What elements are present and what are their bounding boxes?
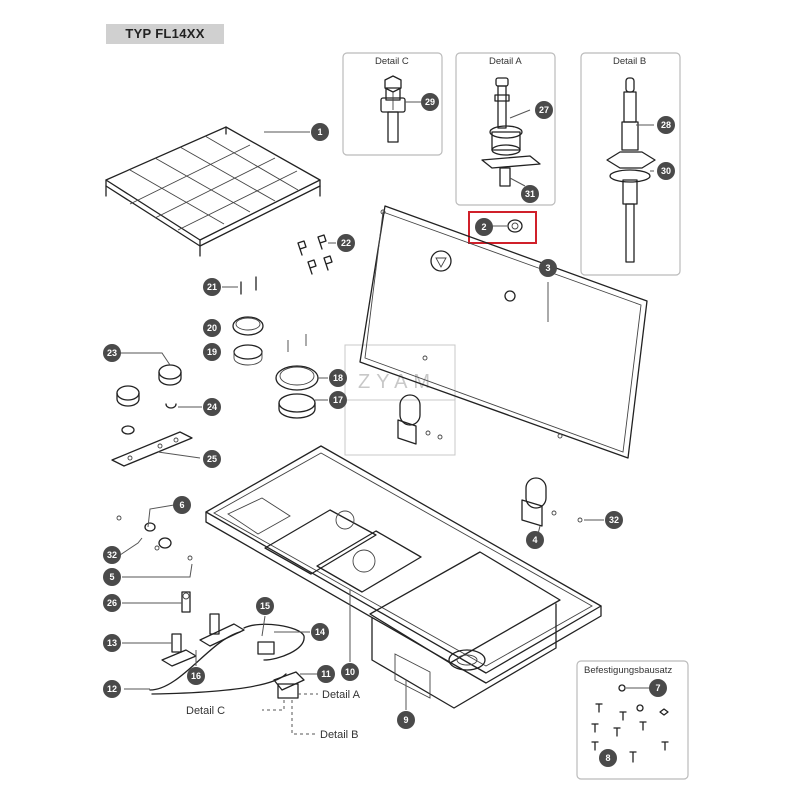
callout-number: 1 — [317, 127, 322, 137]
callout-p13: 13 — [103, 634, 121, 652]
callout-p23: 23 — [103, 344, 121, 362]
callout-p10: 10 — [341, 663, 359, 681]
callout-number: 4 — [532, 535, 537, 545]
detail-c-box: Detail C — [342, 52, 443, 156]
callout-p32a: 32 — [103, 546, 121, 564]
callout-number: 16 — [191, 671, 201, 681]
ref-detail-c: Detail C — [186, 705, 225, 717]
callout-number: 22 — [341, 238, 351, 248]
hinges-part-4 — [397, 394, 604, 535]
callout-bubbles: 1234567891011121314151617181920212223242… — [103, 93, 675, 767]
callout-number: 6 — [179, 500, 184, 510]
callout-number: 32 — [107, 550, 117, 560]
callout-p32b: 32 — [605, 511, 623, 529]
watermark-text: ZYAM — [358, 371, 436, 393]
callout-number: 13 — [107, 638, 117, 648]
callout-number: 10 — [345, 667, 355, 677]
callout-number: 12 — [107, 684, 117, 694]
callout-p25: 25 — [203, 450, 221, 468]
callout-p9: 9 — [397, 711, 415, 729]
callout-p5: 5 — [103, 568, 121, 586]
fastening-kit-box: Befestigungsbausatz — [576, 660, 689, 780]
callout-p16: 16 — [187, 667, 205, 685]
detail-c-title: Detail C — [375, 56, 409, 67]
callout-number: 25 — [207, 454, 217, 464]
callout-p18: 18 — [329, 369, 347, 387]
callout-number: 27 — [539, 105, 549, 115]
callout-number: 26 — [107, 598, 117, 608]
callout-number: 30 — [661, 166, 671, 176]
callout-p8: 8 — [599, 749, 617, 767]
callout-number: 19 — [207, 347, 217, 357]
callout-p28: 28 — [657, 116, 675, 134]
callout-p27: 27 — [535, 101, 553, 119]
callout-p11: 11 — [317, 665, 335, 683]
callout-p3: 3 — [539, 259, 557, 277]
callout-number: 29 — [425, 97, 435, 107]
callout-p14: 14 — [311, 623, 329, 641]
callout-number: 11 — [321, 669, 331, 679]
callout-number: 2 — [481, 222, 486, 232]
callout-p30: 30 — [657, 162, 675, 180]
callout-number: 14 — [315, 627, 325, 637]
callout-number: 31 — [525, 189, 535, 199]
detail-a-title: Detail A — [489, 56, 522, 67]
callout-p31: 31 — [521, 185, 539, 203]
callout-number: 8 — [605, 753, 610, 763]
callout-number: 15 — [260, 601, 270, 611]
callout-number: 17 — [333, 395, 343, 405]
small-parts-left — [111, 234, 336, 735]
callout-number: 5 — [109, 572, 114, 582]
callout-number: 32 — [609, 515, 619, 525]
callout-number: 7 — [655, 683, 660, 693]
callout-p1: 1 — [311, 123, 329, 141]
sink-body — [205, 445, 602, 710]
callout-p12: 12 — [103, 680, 121, 698]
detail-b-box: Detail B — [580, 52, 681, 276]
callout-number: 18 — [333, 373, 343, 383]
callout-p29: 29 — [421, 93, 439, 111]
callout-p24: 24 — [203, 398, 221, 416]
detail-b-title: Detail B — [613, 56, 646, 67]
callout-number: 3 — [545, 263, 550, 273]
callout-p15: 15 — [256, 597, 274, 615]
part-2-highlight — [468, 211, 537, 244]
callout-number: 23 — [107, 348, 117, 358]
callout-number: 24 — [207, 402, 217, 412]
callout-p4: 4 — [526, 531, 544, 549]
callout-p22: 22 — [337, 234, 355, 252]
callout-p17: 17 — [329, 391, 347, 409]
fastening-kit-title: Befestigungsbausatz — [584, 665, 672, 676]
callout-p2: 2 — [475, 218, 493, 236]
callout-p6: 6 — [173, 496, 191, 514]
callout-number: 20 — [207, 323, 217, 333]
callout-number: 9 — [403, 715, 408, 725]
callout-p21: 21 — [203, 278, 221, 296]
type-label: TYP FL14XX — [106, 24, 224, 44]
callout-p7: 7 — [649, 679, 667, 697]
detail-a-box: Detail A — [455, 52, 556, 206]
callout-p26: 26 — [103, 594, 121, 612]
glass-lid-part-3 — [359, 205, 648, 459]
watermark: ZYAM — [344, 344, 456, 456]
callout-p20: 20 — [203, 319, 221, 337]
ref-detail-a: Detail A — [322, 689, 361, 701]
callout-number: 28 — [661, 120, 671, 130]
callout-p19: 19 — [203, 343, 221, 361]
grate-part-1 — [105, 126, 321, 257]
ref-detail-b: Detail B — [320, 729, 359, 741]
callout-number: 21 — [207, 282, 217, 292]
